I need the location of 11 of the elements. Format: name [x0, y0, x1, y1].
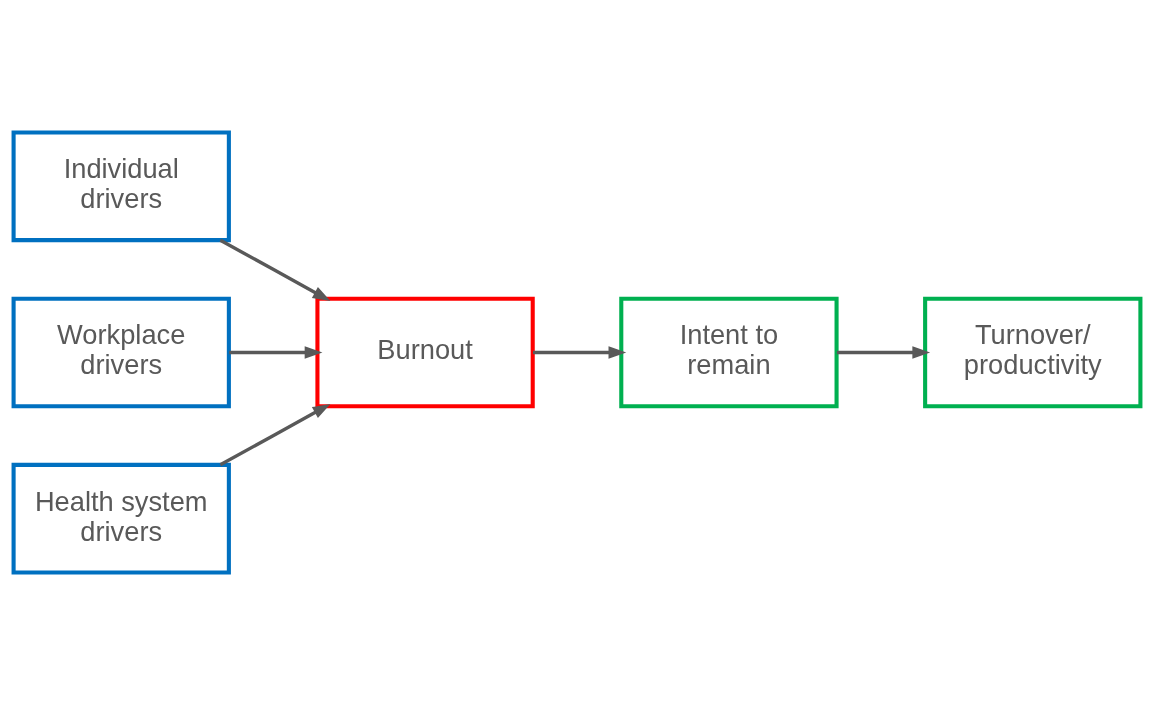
node-box: Intent to remain [619, 296, 839, 408]
arrow [533, 345, 627, 359]
arrow [229, 345, 323, 359]
node-box: Health system drivers [11, 462, 231, 575]
node-box: Burnout [315, 296, 535, 408]
node-box: Workplace drivers [11, 296, 231, 408]
node-box: Turnover/ productivity [923, 296, 1143, 408]
arrow [836, 345, 931, 359]
arrow [219, 238, 331, 301]
node-box: Individual drivers [11, 129, 231, 242]
arrow [219, 403, 331, 466]
